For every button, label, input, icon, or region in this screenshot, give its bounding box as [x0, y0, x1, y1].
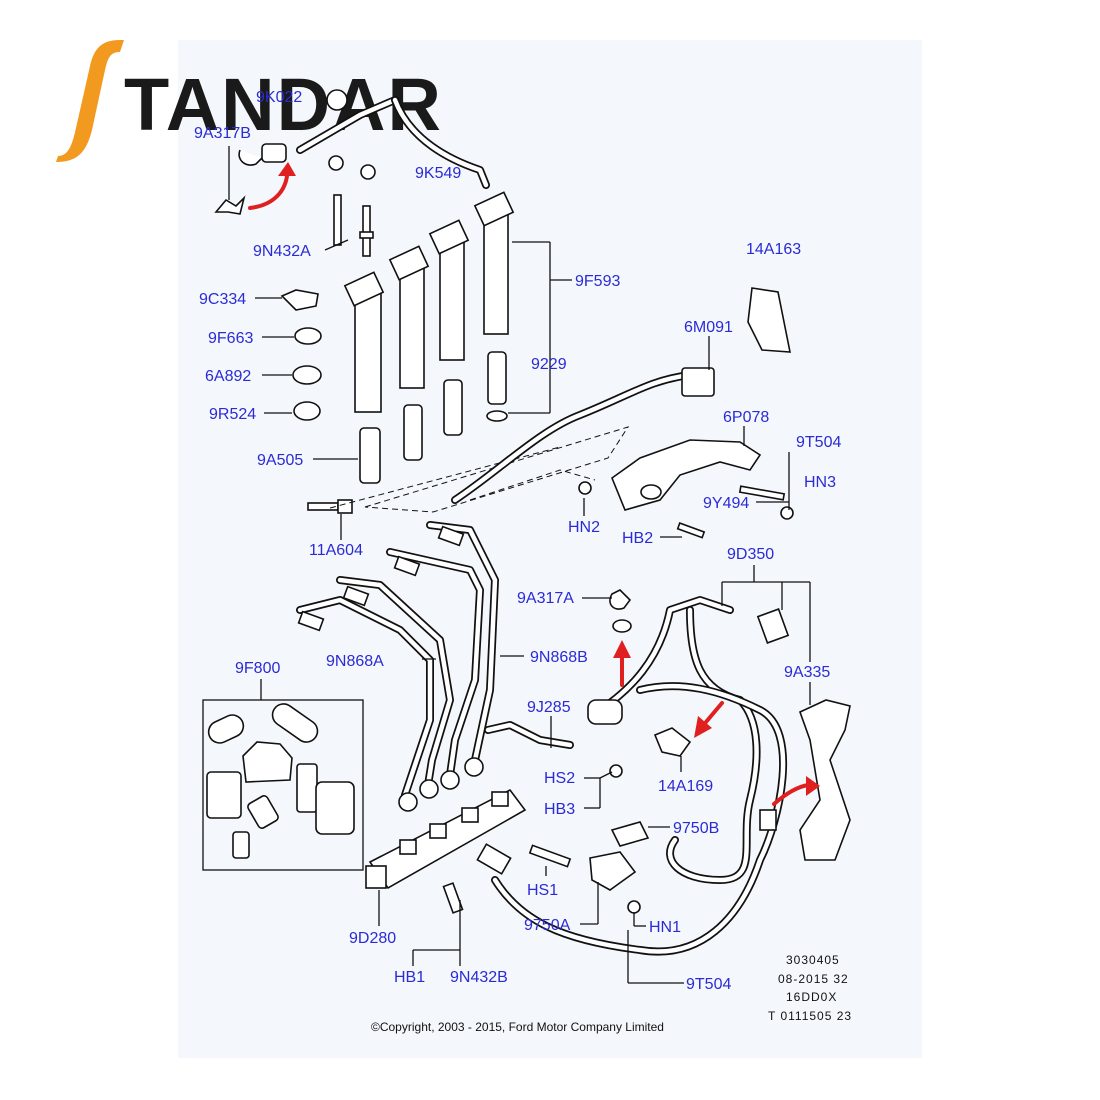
bolt-hb2 [676, 522, 706, 539]
ref-line-4: T 0111505 23 [768, 1009, 852, 1023]
drawing-reference: 3030405 08-2015 32 16DD0X T 0111505 23 [768, 953, 852, 1023]
label-14a169: 14A169 [658, 778, 713, 795]
injector-3 [428, 219, 470, 436]
label-9a317a: 9A317A [517, 590, 574, 607]
red-arrow-4 [772, 776, 820, 806]
bolt-hb1 [442, 882, 464, 914]
label-6m091: 6M091 [684, 319, 733, 336]
stud-hs1 [528, 844, 572, 868]
label-11a604: 11A604 [309, 542, 363, 559]
label-hs2: HS2 [544, 770, 575, 787]
ref-line-1: 3030405 [786, 953, 840, 967]
label-9t504-bottom: 9T504 [686, 976, 731, 993]
label-9y494: 9Y494 [703, 495, 749, 512]
label-9a317b: 9A317B [194, 125, 251, 142]
label-9a505: 9A505 [257, 452, 303, 469]
label-9f593: 9F593 [575, 273, 620, 290]
label-9k549: 9K549 [415, 165, 461, 182]
label-9r524: 9R524 [209, 406, 256, 423]
bracket-9750a [589, 851, 637, 891]
ref-line-3: 16DD0X [786, 990, 837, 1004]
label-9a335: 9A335 [784, 664, 830, 681]
label-14a163: 14A163 [746, 241, 801, 258]
clip-9a317b [214, 195, 246, 215]
kit-box-9f800 [202, 699, 364, 871]
fuel-lines [491, 596, 790, 956]
label-9n868b: 9N868B [530, 649, 588, 666]
label-hb1: HB1 [394, 969, 425, 986]
screw-hs2 [609, 764, 623, 778]
label-hb3: HB3 [544, 801, 575, 818]
red-arrow-1 [248, 162, 296, 210]
bracket-14a163 [747, 287, 791, 353]
part-labels: 9K022 9A317B 9K549 9N432A 9F593 14A163 9… [194, 89, 841, 993]
label-hn1: HN1 [649, 919, 681, 936]
label-9d280: 9D280 [349, 930, 396, 947]
label-9750b: 9750B [673, 820, 719, 837]
label-9t504-top: 9T504 [796, 434, 841, 451]
label-hn2: HN2 [568, 519, 600, 536]
label-9d350: 9D350 [727, 546, 774, 563]
label-6p078: 6P078 [723, 409, 769, 426]
label-9j285: 9J285 [527, 699, 571, 716]
clip-9a317a [609, 589, 632, 610]
nut-hn1 [627, 900, 641, 914]
red-arrow-2 [613, 640, 631, 687]
glow-plug-11a604 [307, 499, 353, 514]
fuel-rail-9d280 [365, 788, 527, 890]
ref-line-2: 08-2015 32 [778, 972, 849, 986]
injector-1 [343, 271, 385, 484]
injector-4 [473, 191, 515, 422]
logo-integral-mark [56, 40, 124, 162]
bolt-9y494 [738, 485, 786, 501]
nut-hn3 [780, 506, 794, 520]
label-9k022: 9K022 [256, 89, 302, 106]
label-hs1: HS1 [527, 882, 558, 899]
injector-2 [388, 245, 430, 461]
label-hn3: HN3 [804, 474, 836, 491]
leader-lines [228, 146, 811, 984]
pressure-sensor [476, 843, 512, 875]
return-hose-assembly [238, 89, 490, 189]
label-9229: 9229 [531, 356, 567, 373]
harness-dashed [329, 426, 630, 513]
washer-stack [280, 289, 322, 421]
studs-9n432a [333, 194, 374, 257]
clip-14a169 [653, 727, 692, 757]
connector-6m091 [681, 367, 715, 397]
label-9f663: 9F663 [208, 330, 253, 347]
hp-pipes [296, 521, 499, 812]
nut-hn2 [578, 481, 592, 495]
bracket-9750b [610, 821, 650, 847]
label-9n432b: 9N432B [450, 969, 508, 986]
label-hb2: HB2 [622, 530, 653, 547]
copyright-notice: ©Copyright, 2003 - 2015, Ford Motor Comp… [371, 1020, 664, 1034]
label-9c334: 9C334 [199, 291, 246, 308]
label-9750a: 9750A [524, 917, 571, 934]
label-9n868a: 9N868A [326, 653, 384, 670]
red-arrow-3 [694, 701, 724, 738]
label-9f800: 9F800 [235, 660, 280, 677]
clamp-9a335 [799, 699, 851, 861]
label-6a892: 6A892 [205, 368, 251, 385]
diagram-panel [178, 40, 922, 1058]
label-9n432a: 9N432A [253, 243, 311, 260]
